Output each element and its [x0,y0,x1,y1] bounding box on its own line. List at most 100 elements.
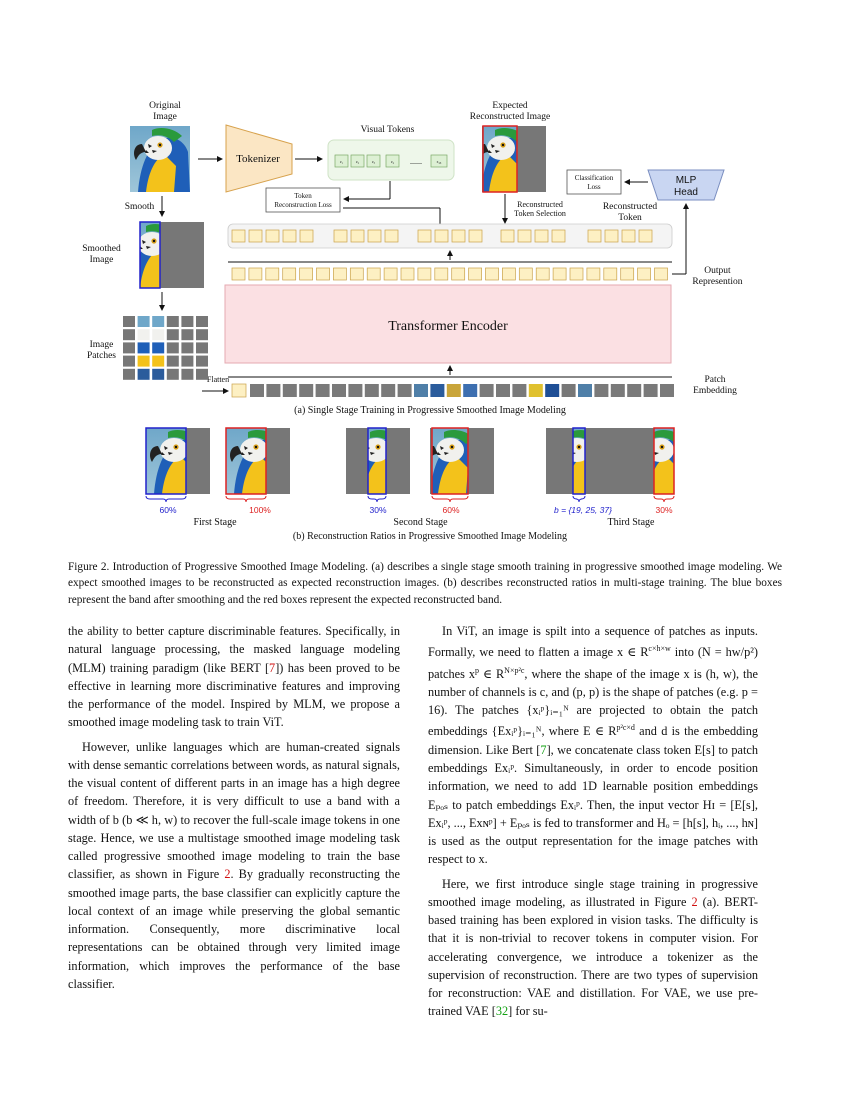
image-patch [123,316,135,327]
output-token [383,267,398,281]
stage1-red-ratio: 100% [249,505,271,515]
patch-embedding [578,384,592,397]
image-patch [137,342,150,354]
reconstructed-token [604,229,619,243]
stage-image [430,427,494,503]
patch-embedding [250,384,264,397]
left-paragraph-1: the ability to better capture discrimina… [68,624,400,730]
reconstructed-token [534,229,549,243]
image-patch [181,329,194,341]
image-patch [196,355,208,367]
original-image [130,126,190,192]
output-token [637,267,651,281]
stage-image [145,427,210,503]
image-patch [181,316,194,327]
patch-embedding [463,384,478,397]
patch-embedding [594,384,609,397]
image-patch [166,316,179,327]
reconstructed-token [500,229,515,243]
patch-embedding [414,384,428,397]
stage2-label: Second Stage [393,517,448,528]
image-patches-grid [123,316,208,380]
image-patch [137,329,150,341]
image-patch [137,368,150,380]
image-patch [152,316,165,327]
output-token [502,267,516,281]
output-token [552,267,567,281]
subcaption-b: (b) Reconstruction Ratios in Progressive… [292,531,568,542]
patch-embedding [528,384,543,397]
image-patch [152,355,165,367]
image-patch [181,355,194,367]
output-token [265,267,280,281]
image-patch [152,342,165,354]
stage3-red-ratio: 30% [655,505,673,515]
output-token [333,267,347,281]
token-reconstruction-loss-box [265,187,341,213]
image-patch [196,368,208,380]
image-patch [123,329,135,341]
svg-text:Head: Head [674,187,698,198]
reconstructed-token [299,229,314,243]
output-token [299,267,313,281]
patch-embedding [364,384,379,397]
visual-tokens: z₁ z₂ z₃ z₄ ...... z₄₈ [334,154,448,168]
output-token [366,267,381,281]
svg-text:z₄: z₄ [391,159,395,164]
right-column: In ViT, an image is spilt into a sequenc… [428,622,758,1027]
image-patch [123,342,135,354]
patch-embedding [282,384,297,397]
output-token [316,267,330,281]
output-token [349,267,364,281]
ref-7-link[interactable]: 7 [269,660,276,675]
svg-text:Classification: Classification [575,174,614,182]
image-patch [137,355,150,367]
reconstructed-token [638,229,653,243]
patch-embedding [266,384,281,397]
svg-text:......: ...... [410,157,422,166]
output-token [518,267,533,281]
mlp-head [647,169,725,201]
reconstructed-token [367,229,382,243]
svg-text:z₄₈: z₄₈ [437,159,442,164]
reconstructed-token [587,229,602,243]
subcaption-a: (a) Single Stage Training in Progressive… [294,405,566,416]
output-token [468,267,482,281]
stage-image [610,427,675,503]
patch-embedding [446,384,461,397]
ref-32-link[interactable]: 32 [495,1004,509,1019]
expected-reconstructed-image [482,125,546,193]
stage1-label: First Stage [193,517,237,528]
ref-7-link-right[interactable]: 7 [540,742,547,757]
output-token [248,267,263,281]
image-patch [196,342,208,354]
stage-image [225,427,290,503]
image-patch [152,329,165,341]
image-patch [166,368,179,380]
image-patch [166,342,179,354]
patch-embedding [299,384,314,397]
output-token [586,267,601,281]
output-tokens [231,267,668,281]
image-patch [137,316,150,327]
svg-text:z₁: z₁ [340,159,344,164]
patch-embedding [430,384,445,397]
stage2-blue-ratio: 30% [369,505,387,515]
smoothed-image [139,221,204,289]
patch-embedding [512,384,527,397]
reconstructed-token [248,229,263,243]
figure-2-link[interactable]: 2 [224,867,231,882]
stage-image [346,427,410,503]
figure-2-link-right[interactable]: 2 [691,894,698,909]
output-token [535,267,550,281]
patch-embedding [545,384,560,397]
reconstructed-token [517,229,532,243]
reconstructed-tokens [231,229,653,243]
